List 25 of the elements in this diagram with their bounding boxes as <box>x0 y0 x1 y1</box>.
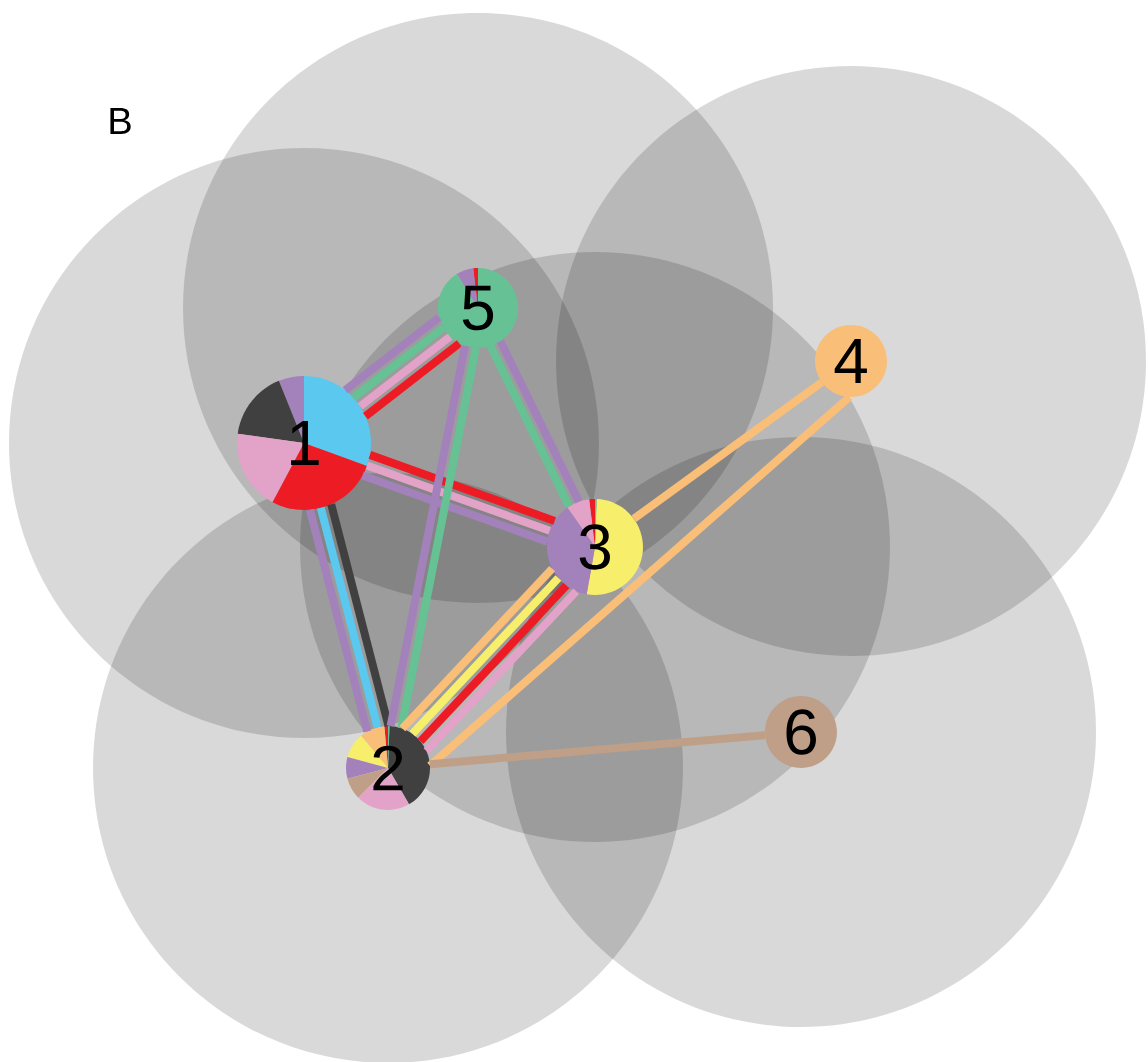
link-line <box>386 345 469 727</box>
link-line <box>496 339 583 504</box>
link-line <box>363 340 462 420</box>
pie-node: 5 <box>438 268 518 348</box>
link-line <box>350 324 446 401</box>
pie-node: 1 <box>237 376 371 510</box>
link-line <box>357 333 453 410</box>
link-line <box>429 731 766 769</box>
link-line <box>342 314 442 394</box>
link-line <box>368 451 557 525</box>
link-line <box>427 393 853 769</box>
link-line <box>631 378 825 522</box>
link-line <box>306 508 372 733</box>
link-line <box>316 506 382 729</box>
link-line <box>417 582 570 745</box>
link-line <box>365 461 552 535</box>
pie-node: 3 <box>547 499 643 595</box>
link-line <box>486 344 573 509</box>
link-line <box>399 565 556 732</box>
link-line <box>361 471 549 546</box>
link-line <box>409 575 562 737</box>
pie-node: 4 <box>815 325 887 397</box>
link-line <box>423 588 580 754</box>
panel-letter: B <box>110 107 131 135</box>
pie-node: 6 <box>765 696 837 768</box>
